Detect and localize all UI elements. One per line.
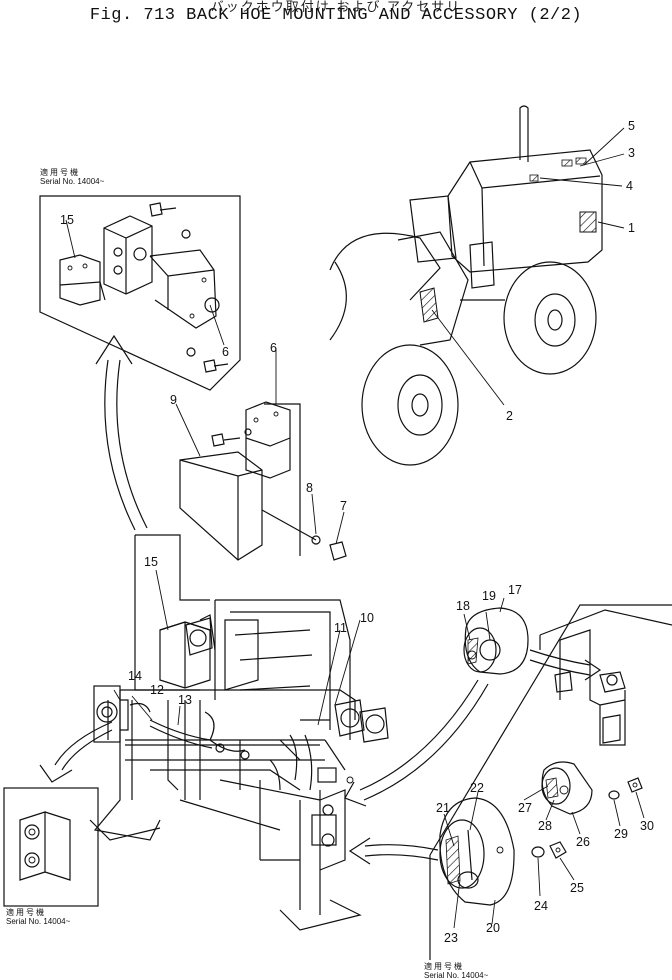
part-label-13: 13 (178, 693, 192, 707)
part-label-5: 5 (628, 119, 635, 133)
serial-note-text: Serial No. 14004~ (6, 917, 71, 926)
loader-vehicle (329, 105, 603, 466)
serial-note-top-left: 適用号機 Serial No. 14004~ (40, 168, 104, 186)
part-label-6: 6 (270, 341, 277, 355)
nut-30 (627, 777, 643, 793)
lamp-26 (541, 761, 593, 815)
part-label-15: 15 (144, 555, 158, 569)
part-label-14: 14 (128, 669, 142, 683)
part-label-9: 9 (170, 393, 177, 407)
lamp-17 (463, 607, 529, 675)
inset-right-lamp (529, 609, 672, 746)
part-label-15-inset: 15 (60, 213, 74, 227)
lamp-14 (93, 685, 151, 743)
inset-lamp-pair (3, 787, 99, 907)
figure-title: Fig. 713 BACK HOE MOUNTING AND ACCESSORY… (89, 6, 583, 25)
part-label-1: 1 (628, 221, 635, 235)
part-label-25: 25 (570, 881, 584, 895)
inset-right-border (429, 604, 672, 856)
frame-lamps (289, 699, 389, 791)
serial-note-bottom-right: 適用号機 Serial No. 14004~ (424, 962, 488, 980)
part-label-11: 11 (334, 621, 347, 635)
part-label-19: 19 (482, 589, 496, 603)
work-light-15 (159, 617, 213, 656)
lamp-20 (439, 797, 515, 906)
serial-note-jp: 適用号機 (6, 908, 46, 917)
part-label-7: 7 (340, 499, 347, 513)
part-label-29: 29 (614, 827, 628, 841)
part-label-8: 8 (306, 481, 313, 495)
part-label-28: 28 (538, 819, 552, 833)
part-label-6-inset: 6 (222, 345, 229, 359)
serial-note-jp: 適用号機 (40, 168, 80, 177)
part-label-26: 26 (576, 835, 590, 849)
pointer-arrow-lamp20 (348, 837, 439, 865)
part-label-21: 21 (436, 801, 450, 815)
part-label-4: 4 (626, 179, 633, 193)
serial-note-jp: 適用号機 (424, 962, 464, 971)
leader-lines (65, 127, 645, 929)
wire-harness (149, 711, 281, 791)
part-label-20: 20 (486, 921, 500, 935)
bracket-assembly-middle (179, 401, 347, 561)
pointer-arrow-to-inset (95, 334, 148, 531)
serial-note-text: Serial No. 14004~ (424, 971, 489, 980)
part-label-24: 24 (534, 899, 548, 913)
nut-25 (549, 841, 567, 859)
part-label-23: 23 (444, 931, 458, 945)
serial-note-text: Serial No. 14004~ (40, 177, 105, 186)
nut-29 (608, 790, 620, 800)
washer-24 (531, 846, 545, 858)
part-label-12: 12 (150, 683, 164, 697)
figure-subtitle-jp: バックホウ取付け および アクセサリ (210, 0, 462, 14)
part-label-2: 2 (506, 409, 513, 423)
part-label-22: 22 (470, 781, 484, 795)
inset-bracket-assembly (39, 195, 241, 391)
part-label-17: 17 (508, 583, 522, 597)
part-label-10: 10 (360, 611, 374, 625)
part-label-3: 3 (628, 146, 635, 160)
part-label-27: 27 (518, 801, 532, 815)
pointer-arrow-to-bottom-inset (39, 721, 113, 783)
part-label-30: 30 (640, 819, 654, 833)
pointer-arrow-lamp17 (344, 679, 489, 807)
backhoe-mount-frame (89, 534, 362, 931)
serial-note-bottom-left: 適用号機 Serial No. 14004~ (6, 908, 70, 926)
part-label-18: 18 (456, 599, 470, 613)
